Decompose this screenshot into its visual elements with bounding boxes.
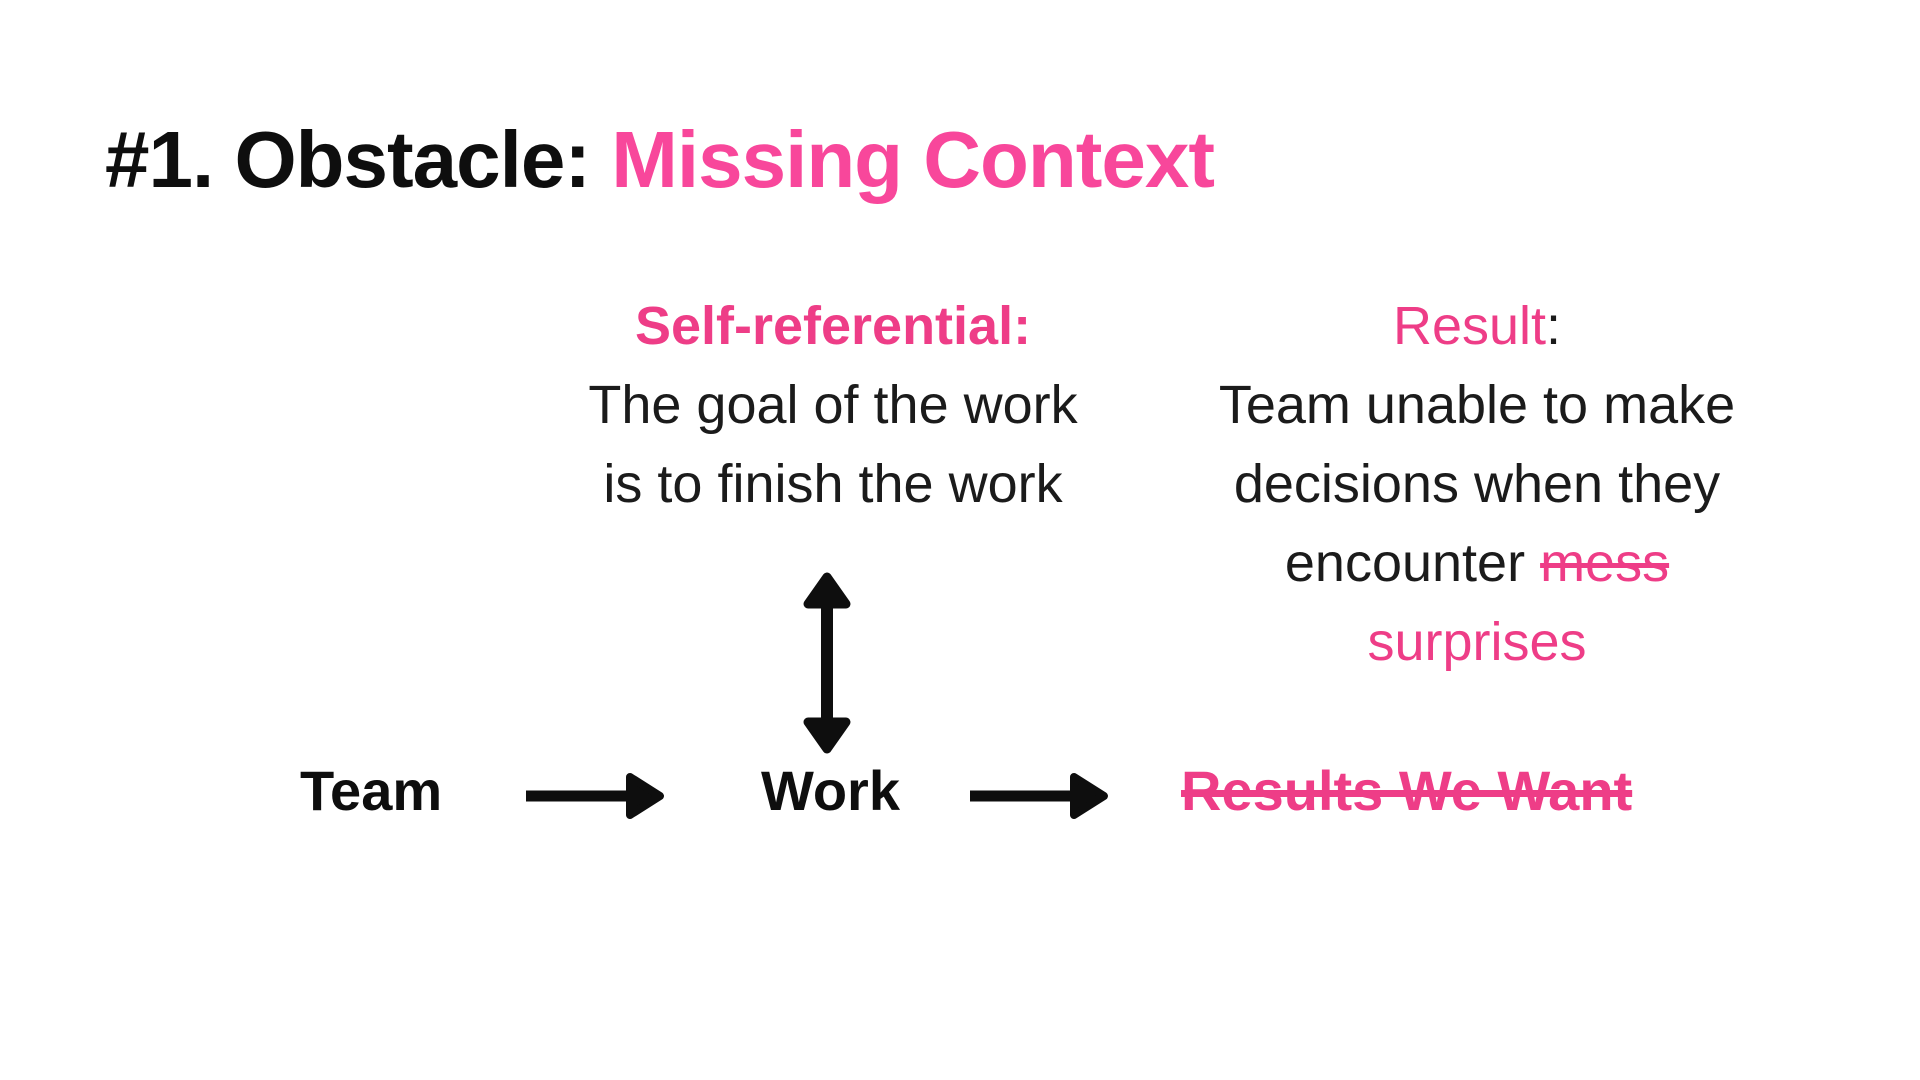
diagram-node-work: Work (761, 759, 900, 822)
self-referential-line: The goal of the work (588, 375, 1078, 435)
result-heading-colon: : (1546, 296, 1562, 356)
self-referential-heading: Self-referential: (634, 296, 1032, 356)
diagram-node-team: Team (300, 759, 443, 822)
diagram-node-results-struck: Results We Want (1181, 759, 1633, 822)
right-arrow-icon (526, 773, 664, 819)
title-prefix: #1. Obstacle: (105, 115, 612, 204)
result-heading-word: Result (1392, 296, 1547, 356)
result-line-prefix: encounter (1284, 533, 1541, 593)
result-heading: Result: (1167, 287, 1787, 366)
result-line-replacement: surprises (1367, 612, 1587, 672)
struck-word: mess (1540, 533, 1670, 593)
result-line: encounter mess (1167, 524, 1787, 603)
self-referential-line: is to finish the work (603, 454, 1063, 514)
slide-title: #1. Obstacle: Missing Context (105, 120, 1215, 200)
result-note: Result: Team unable to make decisions wh… (1167, 287, 1787, 682)
title-highlight: Missing Context (611, 115, 1215, 204)
result-line: decisions when they (1233, 454, 1721, 514)
right-arrow-icon (970, 773, 1108, 819)
result-line: Team unable to make (1218, 375, 1736, 435)
self-referential-note: Self-referential: The goal of the work i… (523, 287, 1143, 524)
double-vertical-arrow-icon (803, 572, 851, 754)
